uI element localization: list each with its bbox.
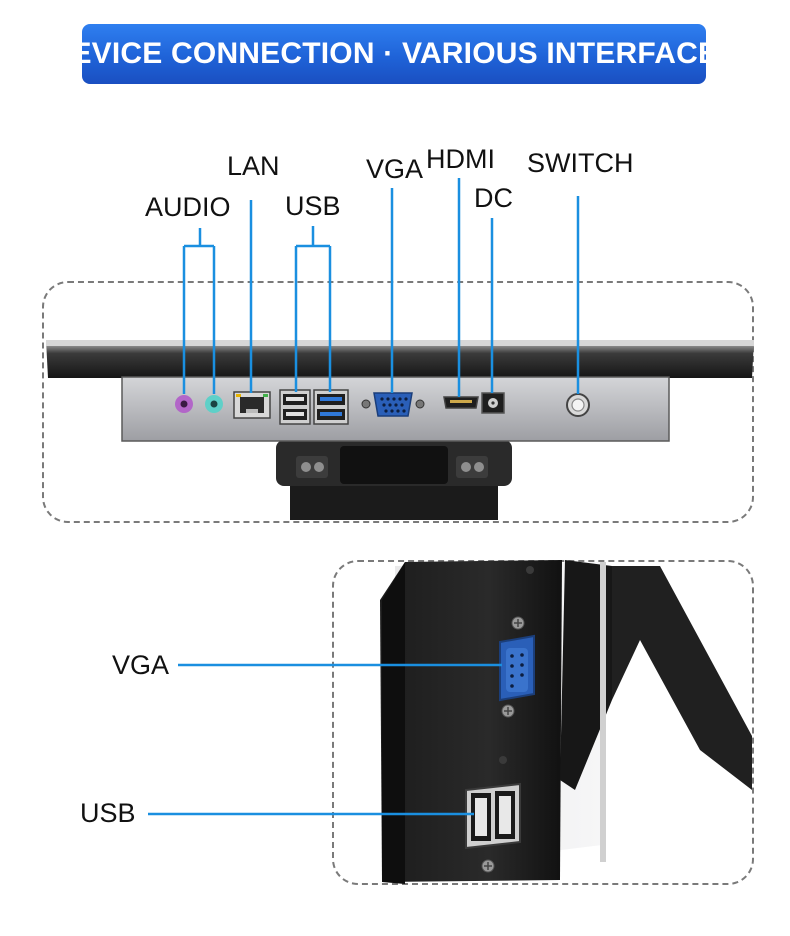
vga-port [361,392,425,417]
stand-upright [560,560,612,790]
screw-bottom [481,859,495,873]
vga-label: VGA [366,154,424,184]
screw-top [511,616,525,630]
hinge-screw-left [296,456,328,478]
monitor-side-view [380,560,752,884]
title-banner: DEVICE CONNECTION · VARIOUS INTERFACES [50,24,738,84]
switch-label: SWITCH [527,148,634,178]
hinge-screw-right [456,456,488,478]
monitor-bottom-view [46,340,754,520]
side-usb-label: USB [80,798,136,828]
side-vga-label: VGA [112,650,170,680]
audio-label: AUDIO [145,192,231,222]
dc-label: DC [474,183,513,213]
bottom-callout-lines [148,663,502,816]
top-device-frame [42,281,754,523]
usb2-ports [279,389,311,425]
side-vga-port [499,634,535,702]
audio-pink-jack [175,395,193,413]
lan-port [233,391,271,419]
screw-middle [501,704,515,718]
stand-arm [612,566,752,790]
side-usb-ports [465,782,521,850]
audio-green-jack [205,395,223,413]
usb-label: USB [285,191,341,221]
dc-jack [481,392,505,414]
top-callout-lines [182,178,580,397]
hdmi-label: HDMI [426,144,495,174]
hdmi-port [443,396,479,409]
lan-label: LAN [227,151,280,181]
usb3-ports [313,389,349,425]
banner-title: DEVICE CONNECTION · VARIOUS INTERFACES [49,37,739,70]
power-switch [566,393,590,417]
